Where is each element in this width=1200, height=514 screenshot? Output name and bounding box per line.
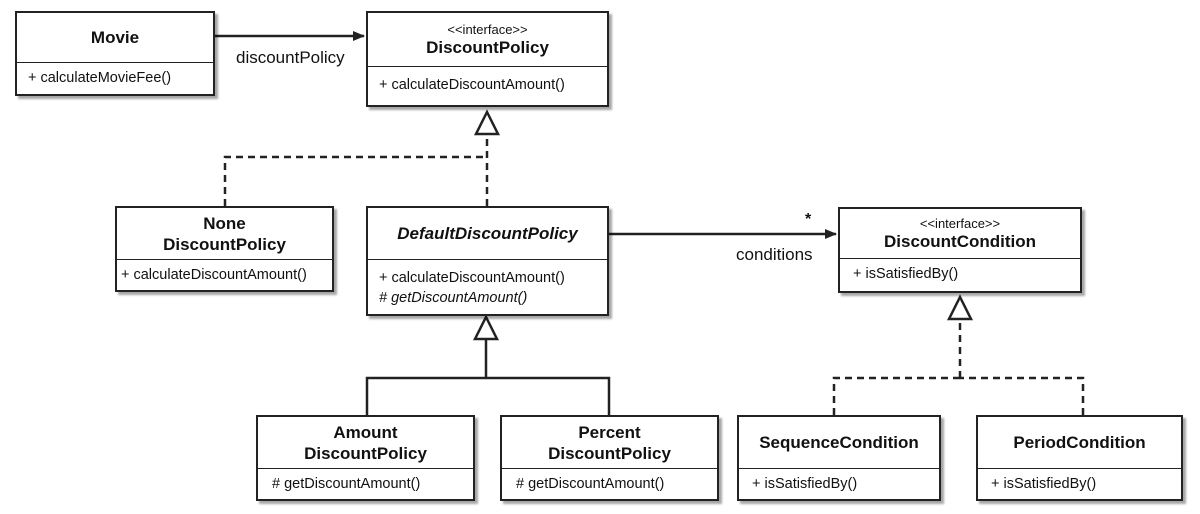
operation: + calculateDiscountAmount(): [379, 270, 565, 286]
class-percent-discount-policy-header: Percent DiscountPolicy: [502, 417, 717, 469]
class-amount-discount-policy-header: Amount DiscountPolicy: [258, 417, 473, 469]
class-discount-policy: <<interface>> DiscountPolicy + calculate…: [366, 11, 609, 107]
class-name: SequenceCondition: [759, 433, 919, 452]
operation: + calculateDiscountAmount(): [121, 267, 307, 283]
class-period-condition-header: PeriodCondition: [978, 417, 1181, 469]
class-none-discount-policy: None DiscountPolicy + calculateDiscountA…: [115, 206, 334, 292]
class-name-line1: Percent: [578, 422, 641, 442]
class-sequence-condition: SequenceCondition + isSatisfiedBy(): [737, 415, 941, 501]
class-name-line1: Amount: [333, 422, 398, 442]
operation: # getDiscountAmount(): [272, 476, 421, 492]
class-default-discount-policy-header: DefaultDiscountPolicy: [368, 208, 607, 260]
class-name-line2: DiscountPolicy: [548, 443, 671, 463]
class-discount-condition: <<interface>> DiscountCondition + isSati…: [838, 207, 1082, 293]
operations-compartment: + isSatisfiedBy(): [978, 469, 1181, 494]
class-movie-header: Movie: [17, 13, 213, 63]
association-label-discount-policy: discountPolicy: [236, 48, 345, 67]
operations-compartment: # getDiscountAmount(): [258, 469, 473, 494]
generalization-amount-discount-policy: [365, 376, 486, 415]
class-movie: Movie + calculateMovieFee(): [15, 11, 215, 96]
stereotype-label: <<interface>>: [919, 215, 1001, 231]
operation: + calculateMovieFee(): [28, 70, 172, 86]
class-name: DiscountPolicy: [426, 37, 549, 57]
class-discount-condition-header: <<interface>> DiscountCondition: [840, 209, 1080, 259]
stereotype-label: <<interface>>: [447, 21, 528, 37]
class-name: DefaultDiscountPolicy: [397, 224, 578, 243]
generalization-triangle-default-discount-policy: [472, 314, 500, 341]
class-none-discount-policy-header: None DiscountPolicy: [117, 208, 332, 260]
realization-triangle-discount-condition: [946, 294, 974, 321]
operation: + calculateDiscountAmount(): [379, 77, 565, 93]
realization-none-discount-policy: [223, 155, 487, 206]
class-discount-policy-header: <<interface>> DiscountPolicy: [368, 13, 607, 67]
association-label-conditions: conditions: [736, 245, 813, 264]
operations-compartment: + isSatisfiedBy(): [739, 469, 939, 494]
operations-compartment: + calculateDiscountAmount(): [117, 260, 332, 285]
operations-compartment: + calculateMovieFee(): [17, 63, 213, 88]
generalization-percent-discount-policy: [486, 376, 611, 415]
association-multiplicity: *: [805, 211, 812, 228]
operations-compartment: + calculateDiscountAmount() # getDiscoun…: [368, 260, 607, 308]
class-default-discount-policy: DefaultDiscountPolicy + calculateDiscoun…: [366, 206, 609, 316]
realization-period-condition: [960, 376, 1085, 415]
operation: # getDiscountAmount(): [516, 476, 665, 492]
class-name: PeriodCondition: [1013, 433, 1146, 452]
operations-compartment: + isSatisfiedBy(): [840, 259, 1080, 284]
class-name-line2: DiscountPolicy: [304, 443, 427, 463]
class-name: Movie: [90, 28, 140, 47]
operation: + isSatisfiedBy(): [853, 266, 959, 282]
class-name-line2: DiscountPolicy: [163, 234, 286, 254]
realization-triangle-discount-policy: [473, 109, 501, 136]
operation: + isSatisfiedBy(): [752, 476, 858, 492]
class-name: DiscountCondition: [883, 231, 1037, 251]
class-amount-discount-policy: Amount DiscountPolicy # getDiscountAmoun…: [256, 415, 475, 501]
class-sequence-condition-header: SequenceCondition: [739, 417, 939, 469]
class-percent-discount-policy: Percent DiscountPolicy # getDiscountAmou…: [500, 415, 719, 501]
operation: + isSatisfiedBy(): [991, 476, 1097, 492]
class-period-condition: PeriodCondition + isSatisfiedBy(): [976, 415, 1183, 501]
operations-compartment: + calculateDiscountAmount(): [368, 67, 607, 95]
operations-compartment: # getDiscountAmount(): [502, 469, 717, 494]
class-name-line1: None: [203, 213, 246, 233]
abstract-operation: # getDiscountAmount(): [379, 290, 528, 306]
realization-sequence-condition: [832, 376, 960, 415]
